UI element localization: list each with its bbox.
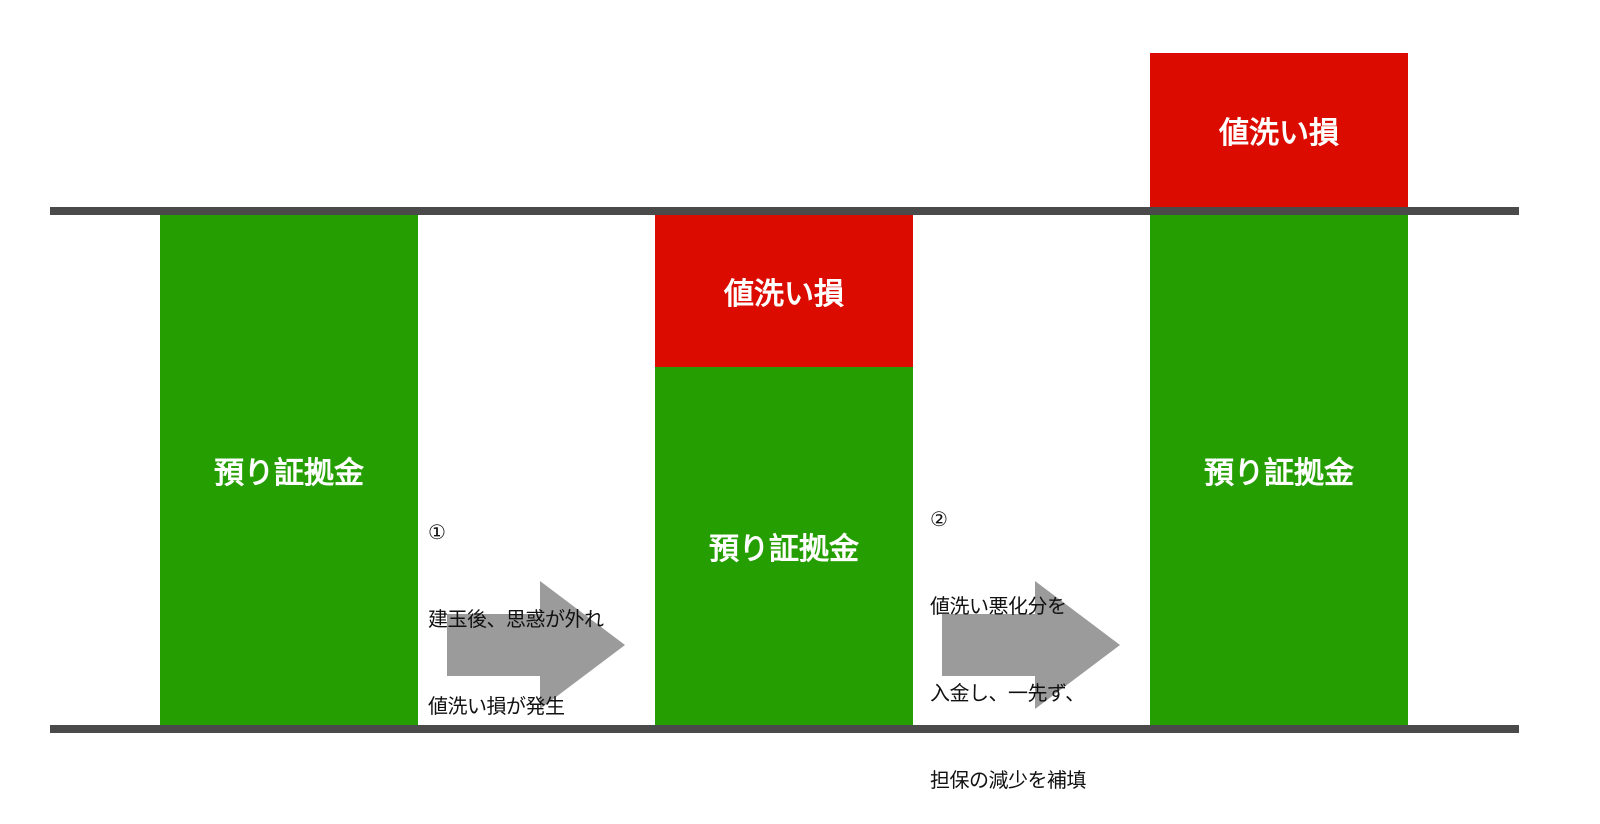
step-1-note: ① 建玉後、思惑が外れ 値洗い損が発生 (428, 460, 604, 750)
loss-label: 値洗い損 (724, 277, 844, 312)
step-text: 担保の減少を補填 (930, 768, 1087, 792)
loss-block-2: 値洗い損 (655, 215, 913, 367)
margin-block-2: 預り証拠金 (655, 367, 913, 725)
margin-label: 預り証拠金 (214, 456, 364, 491)
step-text: 値洗い悪化分を (930, 594, 1067, 618)
step-text: 入金し、一先ず、 (930, 681, 1085, 705)
right-arrow-icon (447, 581, 625, 709)
step-text: 値洗い損が発生 (428, 694, 565, 718)
right-arrow-icon (942, 581, 1120, 709)
bottom-baseline (50, 725, 1519, 733)
step-2-note: ② 値洗い悪化分を 入金し、一先ず、 担保の減少を補填 (930, 447, 1087, 824)
margin-label: 預り証拠金 (1204, 456, 1354, 491)
step-text: 建玉後、思惑が外れ (428, 607, 604, 631)
loss-block-3: 値洗い損 (1150, 53, 1408, 207)
margin-block-3: 預り証拠金 (1150, 215, 1408, 725)
margin-label: 預り証拠金 (709, 532, 859, 567)
top-baseline (50, 207, 1519, 215)
loss-label: 値洗い損 (1219, 116, 1339, 151)
step-number: ② (930, 507, 948, 531)
step-number: ① (428, 520, 446, 544)
margin-block-1: 預り証拠金 (160, 215, 418, 725)
